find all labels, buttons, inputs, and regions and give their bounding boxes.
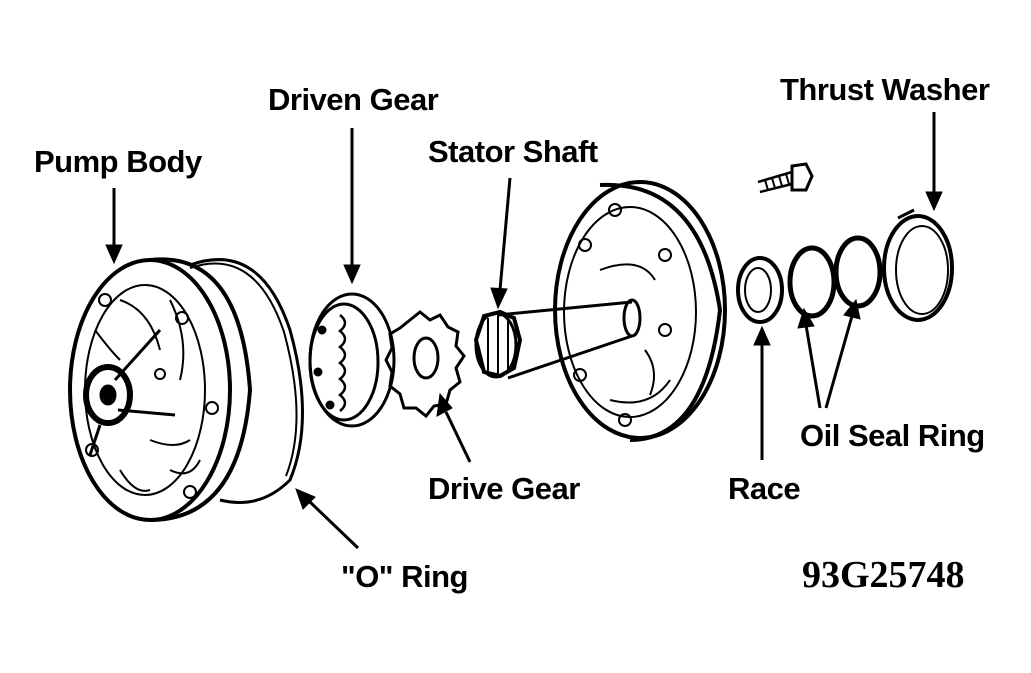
pump-body-label: Pump Body xyxy=(34,144,202,179)
bolt-part xyxy=(757,162,814,194)
o-ring-part xyxy=(189,258,304,504)
stator-shaft-label: Stator Shaft xyxy=(428,134,598,169)
figure-code: 93G25748 xyxy=(802,554,965,596)
driven-gear-part xyxy=(308,292,396,428)
pump-body-part xyxy=(68,257,253,522)
oil-seal-ring-label: Oil Seal Ring xyxy=(800,418,985,453)
thrust-washer-label: Thrust Washer xyxy=(780,72,990,107)
o-ring-label: "O" Ring xyxy=(341,559,469,594)
drive-gear-part xyxy=(384,310,466,419)
race-part xyxy=(736,256,784,324)
leader-arrows xyxy=(105,112,943,550)
race-label: Race xyxy=(728,471,801,506)
stator-shaft-part xyxy=(473,180,727,442)
driven-gear-label: Driven Gear xyxy=(268,82,439,117)
oil-seal-rings-part xyxy=(787,235,883,319)
drive-gear-label: Drive Gear xyxy=(428,471,580,506)
thrust-washer-part xyxy=(882,208,954,322)
